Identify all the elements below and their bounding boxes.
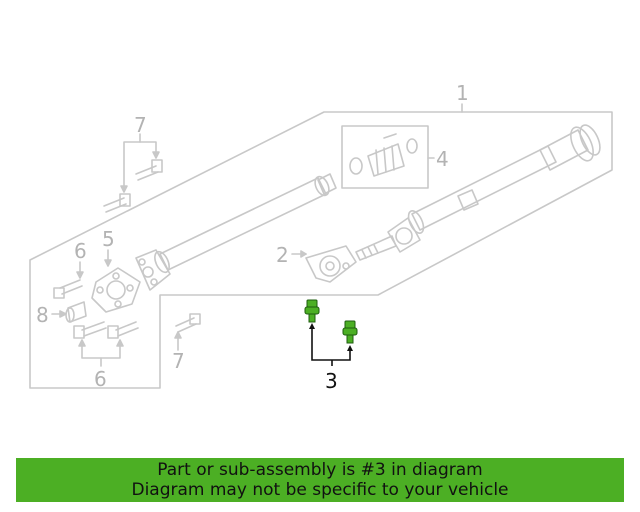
parts-diagram: 1 2 3 4 5 6 6 7 7 8 <box>29 81 613 393</box>
callout-4: 4 <box>436 147 449 171</box>
callout-5: 5 <box>102 227 115 251</box>
info-banner: Part or sub-assembly is #3 in diagram Di… <box>16 458 624 502</box>
bolt-3-right[interactable] <box>342 320 358 344</box>
bolts-6-lower <box>73 321 139 339</box>
callout-6-upper: 6 <box>74 239 87 263</box>
bolts-3-highlighted[interactable] <box>304 299 358 344</box>
banner-line-1: Part or sub-assembly is #3 in diagram <box>157 460 483 480</box>
callout-7-upper: 7 <box>134 113 147 137</box>
banner-line-2: Diagram may not be specific to your vehi… <box>131 480 509 500</box>
center-bearing <box>305 245 357 283</box>
boot-kit <box>349 133 418 177</box>
bracket-3 <box>311 326 351 366</box>
flex-coupling <box>91 267 141 313</box>
bolts-7-upper <box>103 159 163 213</box>
callout-1: 1 <box>456 81 469 105</box>
boot-kit-box <box>341 125 429 189</box>
callout-3[interactable]: 3 <box>325 369 338 393</box>
bracket-6-lower <box>81 341 121 359</box>
bolt-3-left[interactable] <box>304 299 320 323</box>
bolt-6-upper <box>53 279 83 299</box>
callout-7-lower: 7 <box>172 349 185 373</box>
callout-8: 8 <box>36 303 49 327</box>
callout-2: 2 <box>276 243 289 267</box>
bolt-7-lower <box>175 313 201 333</box>
rear-shaft <box>407 124 601 234</box>
spacer-8 <box>65 301 87 323</box>
assembly-outline <box>29 111 613 389</box>
front-shaft <box>135 173 337 291</box>
rear-universal-joint <box>355 217 421 261</box>
callout-6-lower: 6 <box>94 367 107 391</box>
